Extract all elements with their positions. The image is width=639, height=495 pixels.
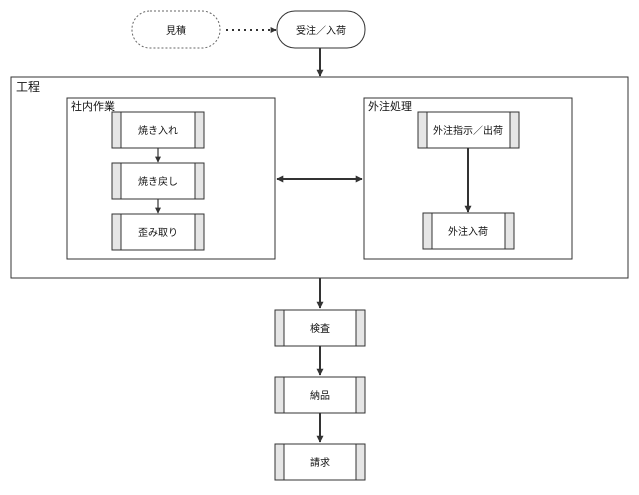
- node-inspect-label: 検査: [310, 322, 330, 335]
- node-outsource-receive: 外注入荷: [422, 212, 515, 250]
- node-order: 受注／入荷: [276, 10, 366, 49]
- node-order-label: 受注／入荷: [296, 24, 346, 37]
- group-inhouse-label: 社内作業: [71, 99, 115, 113]
- node-quench: 焼き入れ: [111, 111, 205, 149]
- group-outsource-label: 外注処理: [368, 99, 412, 113]
- group-process-label: 工程: [16, 79, 40, 94]
- node-quench-label: 焼き入れ: [138, 125, 178, 137]
- node-outsource-order: 外注指示／出荷: [417, 111, 520, 149]
- node-temper: 焼き戻し: [111, 162, 205, 200]
- node-temper-label: 焼き戻し: [138, 175, 178, 188]
- node-outsource-receive-label: 外注入荷: [448, 225, 488, 238]
- node-straighten: 歪み取り: [111, 213, 205, 251]
- node-outsource-order-label: 外注指示／出荷: [433, 124, 503, 137]
- node-straighten-label: 歪み取り: [138, 227, 178, 239]
- node-estimate-label: 見積: [166, 24, 186, 37]
- node-invoice: 請求: [274, 443, 366, 481]
- node-estimate: 見積: [131, 10, 221, 49]
- node-inspect: 検査: [274, 309, 366, 347]
- node-deliver-label: 納品: [310, 389, 330, 402]
- node-deliver: 納品: [274, 376, 366, 414]
- node-invoice-label: 請求: [310, 456, 330, 469]
